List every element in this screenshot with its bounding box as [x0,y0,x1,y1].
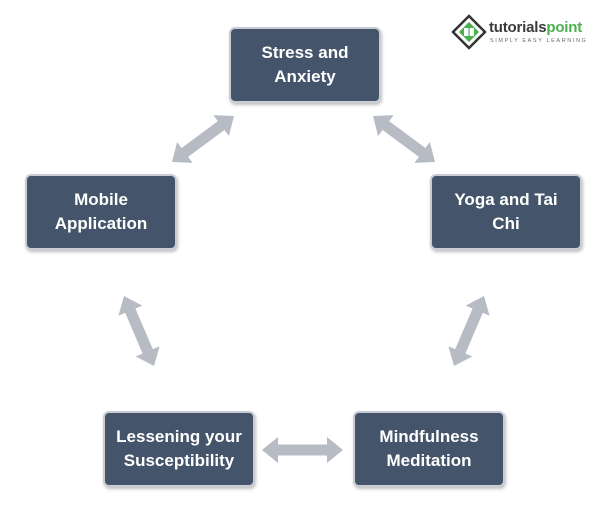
node-mindfulness-meditation: Mindfulness Meditation [353,411,505,487]
tutorialspoint-logo-icon [451,14,487,50]
tutorialspoint-logo: tutorialspoint SIMPLY EASY LEARNING [451,12,593,52]
logo-tagline: SIMPLY EASY LEARNING [490,38,588,44]
arrow-lessening-mindfulness [262,437,343,463]
logo-name: tutorialspoint [489,19,583,36]
node-stress-and-anxiety: Stress and Anxiety [229,27,381,103]
node-lessening-your-susceptibility: Lessening your Susceptibility [103,411,255,487]
node-yoga-and-tai-chi: Yoga and Tai Chi [430,174,582,250]
arrow-mobile-stress [172,115,234,163]
arrow-stress-yoga [373,115,435,163]
node-mobile-application: Mobile Application [25,174,177,250]
arrow-yoga-mindfulness [448,296,490,366]
arrow-mobile-lessening [118,296,160,366]
